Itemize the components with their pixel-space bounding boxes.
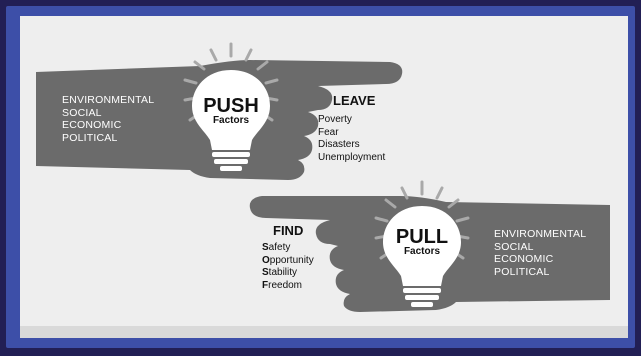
pull-bulb-rays xyxy=(374,180,470,260)
push-category: POLITICAL xyxy=(62,131,118,144)
pull-item: Opportunity xyxy=(262,254,314,266)
pull-title: PULL xyxy=(395,226,449,248)
pull-item: Freedom xyxy=(262,279,303,291)
push-categories: ENVIRONMENTAL SOCIAL ECONOMIC POLITICAL xyxy=(62,94,154,144)
push-heading: LEAVE xyxy=(333,93,376,108)
push-item: Disasters xyxy=(318,139,360,150)
pull-category: ECONOMIC xyxy=(494,253,554,265)
pull-category: ENVIRONMENTAL xyxy=(494,228,587,240)
pull-subtitle: Factors xyxy=(403,246,441,257)
push-item: Fear xyxy=(318,126,339,138)
pull-bulb-icon xyxy=(383,206,461,307)
pull-items: Safety Opportunity Stability Freedom xyxy=(262,242,314,292)
push-category: SOCIAL xyxy=(62,106,102,119)
push-items: Poverty Fear Disasters Unemployment xyxy=(318,114,385,164)
pull-item: Safety xyxy=(262,242,291,253)
pull-heading: FIND xyxy=(273,223,304,238)
push-item: Poverty xyxy=(318,114,352,125)
push-category: ECONOMIC xyxy=(62,119,122,131)
push-category: ENVIRONMENTAL xyxy=(62,94,155,106)
pull-categories: ENVIRONMENTAL SOCIAL ECONOMIC POLITICAL xyxy=(494,228,586,278)
push-subtitle: Factors xyxy=(212,115,250,126)
push-bulb-icon xyxy=(192,70,270,171)
pull-category: SOCIAL xyxy=(494,240,534,253)
push-item: Unemployment xyxy=(318,151,386,163)
pull-item: Stability xyxy=(262,267,298,278)
pull-category: POLITICAL xyxy=(494,265,550,278)
push-title: PUSH xyxy=(203,95,259,117)
panel-shadow xyxy=(20,326,628,338)
